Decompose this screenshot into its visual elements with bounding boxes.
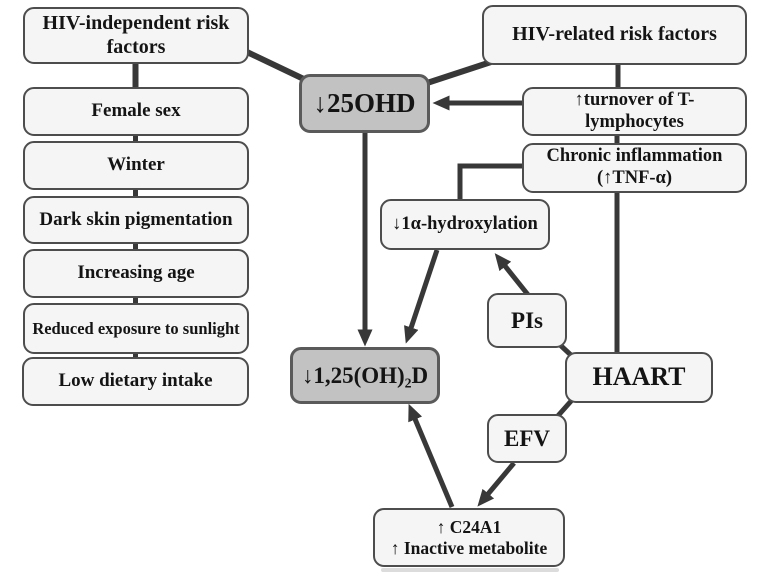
node-low-125ohd: ↓1,25(OH)₂D	[290, 347, 440, 404]
edge-hivindep-25ohd	[245, 49, 312, 85]
scan-artifact-line	[381, 568, 559, 572]
node-hiv-independent-risk-factors: HIV-independent risk factors	[23, 7, 249, 64]
node-pis: PIs	[487, 293, 567, 348]
node-efv: EFV	[487, 414, 567, 463]
node-chronic-inflammation: Chronic inflammation (↑TNF-α)	[522, 143, 747, 193]
edge-pis-hydroxylation-arrow	[494, 253, 531, 298]
edge-hydroxylation-125ohd-arrow	[404, 249, 440, 344]
node-c24a1-inactive-metabolite: ↑ C24A1 ↑ Inactive metabolite	[373, 508, 565, 567]
node-increasing-age: Increasing age	[23, 249, 249, 298]
node-low-25ohd: ↓25OHD	[299, 74, 430, 133]
edge-hivrel-25ohd	[420, 59, 492, 88]
node-low-dietary-intake: Low dietary intake	[22, 357, 249, 406]
edge-c24a1-125ohd-arrow	[408, 403, 455, 508]
node-haart: HAART	[565, 352, 713, 403]
edge-efv-c24a1-arrow	[477, 461, 516, 507]
node-hiv-related-risk-factors: HIV-related risk factors	[482, 5, 747, 65]
node-1a-hydroxylation: ↓1α-hydroxylation	[380, 199, 550, 250]
node-winter: Winter	[23, 141, 249, 190]
edge-chronic-hydroxylation	[457, 163, 523, 201]
node-t-lymphocyte-turnover: ↑turnover of T-lymphocytes	[522, 87, 747, 136]
node-female-sex: Female sex	[23, 87, 249, 136]
node-reduced-exposure-sunlight: Reduced exposure to sunlight	[23, 303, 249, 354]
node-dark-skin-pigmentation: Dark skin pigmentation	[23, 196, 249, 244]
